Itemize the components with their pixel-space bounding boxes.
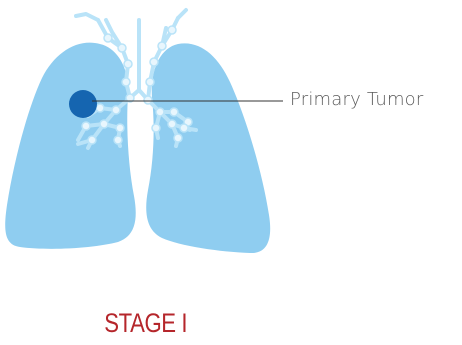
left-lung	[5, 43, 136, 249]
primary-tumor	[69, 90, 97, 118]
stage-label: STAGE I	[104, 308, 179, 339]
right-lung	[146, 43, 270, 253]
primary-tumor-label: Primary Tumor	[290, 89, 424, 110]
